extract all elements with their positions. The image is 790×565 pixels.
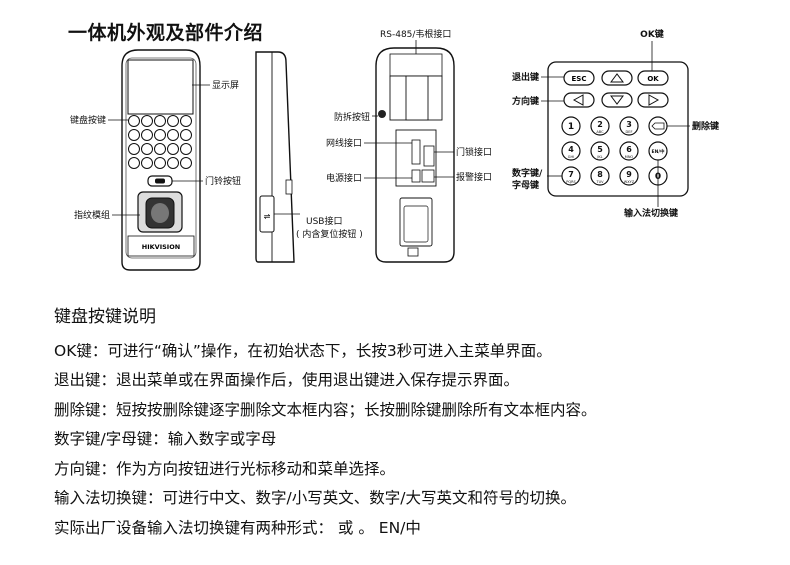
svg-text:7: 7 (568, 170, 574, 179)
ok-key (637, 70, 669, 86)
label-power: 电源接口 (326, 172, 362, 184)
svg-text:ABC: ABC (596, 130, 604, 134)
label-delete-key: 删除键 (692, 120, 720, 132)
desc-exit-key: 退出键：退出菜单或在界面操作后，使用退出键进入保存提示界面。 (54, 371, 520, 389)
backspace-icon (651, 122, 665, 130)
desc-delete-key: 删除键：短按按删除键逐字删除文本框内容；长按删除键删除所有文本框内容。 (54, 401, 597, 419)
svg-text:1: 1 (568, 122, 574, 132)
key-2 (590, 116, 610, 136)
keypad-detail: ESC OK 1 2 ABC 3 (512, 28, 720, 219)
label-exit-key: 退出键 (512, 71, 540, 83)
front-keypad (128, 115, 192, 169)
label-ok-key: OK键 (640, 28, 665, 40)
svg-text:DEF: DEF (626, 130, 633, 134)
side-view: ⇌ USB接口 ( 内含复位按钮 ) (255, 51, 363, 263)
key-4 (561, 141, 581, 161)
page-title: 一体机外观及部件介绍 (68, 22, 264, 44)
label-direction-key: 方向键 (512, 95, 540, 107)
svg-text:GHI: GHI (568, 155, 574, 159)
label-doorbell: 门铃按钮 (205, 175, 241, 187)
svg-text:ESC: ESC (572, 75, 587, 83)
key-5 (590, 141, 610, 161)
key-3 (619, 116, 639, 136)
svg-text:OK: OK (647, 75, 659, 83)
svg-text:9: 9 (626, 170, 632, 179)
svg-text:6: 6 (626, 145, 632, 154)
label-alarm: 报警接口 (456, 171, 492, 183)
label-fingerprint: 指纹模组 (74, 209, 110, 221)
desc-ime-key: 输入法切换键：可进行中文、数字/小写英文、数字/大写英文和符号的切换。 (54, 489, 576, 507)
desc-direction-key: 方向键：作为方向按钮进行光标移动和菜单选择。 (54, 460, 396, 478)
device-diagram: HIKVISION 显示屏 键盘按键 门铃按钮 指纹模组 ⇌ USB接口 ( 内… (70, 28, 720, 271)
label-ime-key: 输入法切换键 (624, 207, 679, 219)
svg-text:JKL: JKL (596, 155, 602, 159)
svg-text:⇌: ⇌ (264, 212, 271, 221)
label-usb: USB接口 (306, 215, 342, 227)
svg-text:3: 3 (626, 120, 632, 129)
desc-ime-forms: 实际出厂设备输入法切换键有两种形式： 或 。 EN/中 (54, 519, 421, 537)
svg-text:TUV: TUV (595, 180, 604, 184)
esc-key (563, 70, 595, 86)
desc-ok-key: OK键：可进行“确认”操作，在初始状态下，长按3秒可进入主菜单界面。 (54, 342, 552, 360)
label-usb-reset: ( 内含复位按钮 ) (296, 228, 363, 240)
label-tamper: 防拆按钮 (334, 111, 370, 123)
label-letter-key: 字母键 (512, 179, 540, 191)
key-6 (619, 141, 639, 161)
svg-text:8: 8 (597, 170, 603, 179)
label-number-key: 数字键/ (512, 167, 543, 179)
label-doorlock: 门锁接口 (456, 146, 492, 158)
front-view: HIKVISION 显示屏 键盘按键 门铃按钮 指纹模组 (70, 49, 241, 271)
svg-text:MNO: MNO (625, 155, 634, 159)
section-title: 键盘按键说明 (54, 307, 156, 327)
svg-text:EN/中: EN/中 (652, 148, 665, 155)
svg-text:5: 5 (597, 145, 603, 154)
svg-text:WXYZ: WXYZ (624, 180, 635, 184)
label-display: 显示屏 (212, 80, 239, 91)
key-1 (561, 116, 581, 136)
desc-number-key: 数字键/字母键：输入数字或字母 (54, 430, 277, 448)
svg-text:PQRS: PQRS (566, 180, 576, 184)
back-view: RS-485/韦根接口 防拆按钮 网线接口 电源接口 门锁接口 报警接口 (326, 28, 492, 263)
tamper-button (378, 110, 386, 118)
display-screen (127, 59, 194, 115)
label-rs485: RS-485/韦根接口 (380, 28, 451, 40)
svg-text:4: 4 (568, 145, 574, 154)
label-keypad: 键盘按键 (70, 114, 106, 126)
label-network: 网线接口 (326, 137, 362, 149)
svg-text:2: 2 (597, 120, 603, 129)
brand-logo: HIKVISION (142, 243, 180, 251)
key-9 (619, 166, 639, 186)
key-8 (590, 166, 610, 186)
